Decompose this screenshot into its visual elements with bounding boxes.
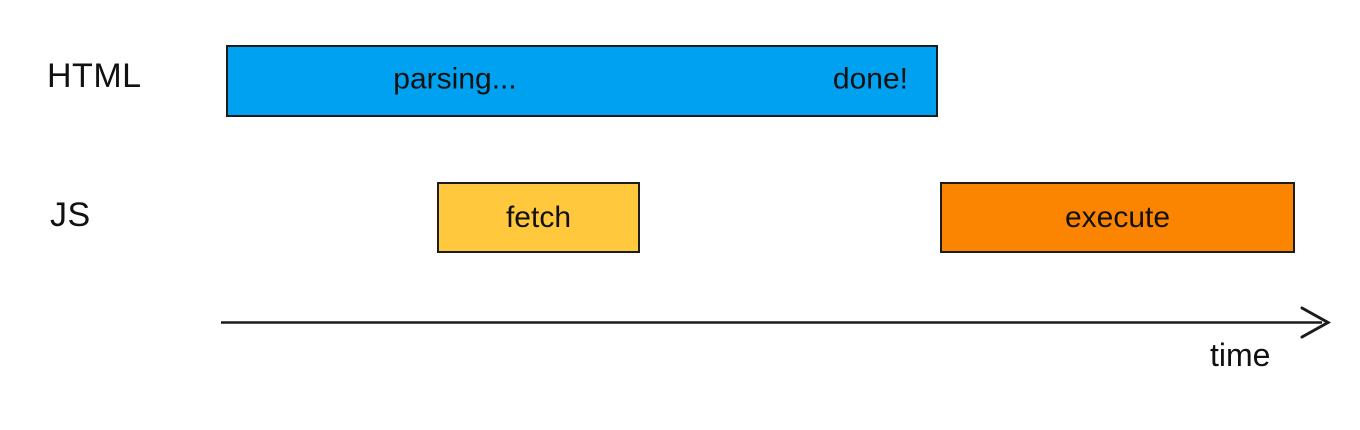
js-fetch-bar: fetch: [437, 182, 640, 253]
time-axis-arrow-icon: [221, 306, 1332, 339]
row-label-html: HTML: [47, 57, 142, 95]
time-axis-label: time: [1210, 337, 1271, 373]
execute-label: execute: [1064, 200, 1171, 234]
js-execute-bar: execute: [940, 182, 1295, 253]
fetch-label: fetch: [505, 200, 572, 234]
row-label-js: JS: [50, 196, 91, 234]
parsing-label: parsing...: [393, 62, 517, 96]
done-label: done!: [832, 62, 908, 96]
html-parsing-bar: parsing... done!: [226, 45, 938, 117]
